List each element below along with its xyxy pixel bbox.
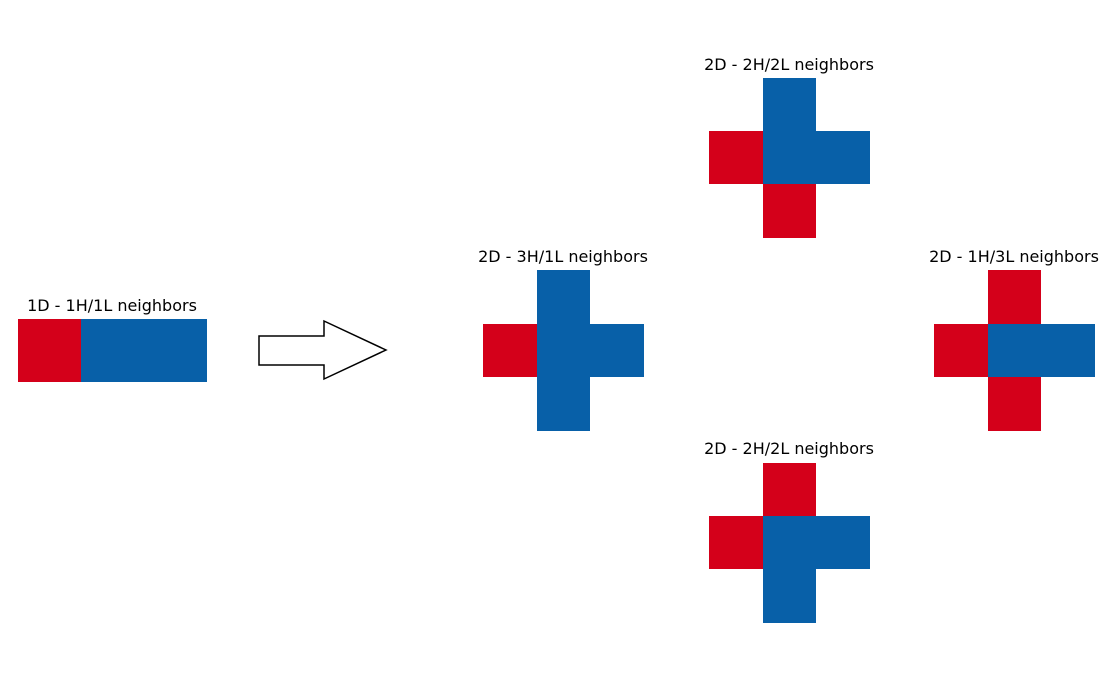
- figure-left-cell-up: [537, 270, 590, 324]
- figure-top-title: 2D - 2H/2L neighbors: [704, 55, 874, 74]
- figure-2d-top: 2D - 2H/2L neighbors: [704, 55, 874, 238]
- figure-left-cell-right: [590, 324, 644, 377]
- figure-1d-cell-low: [18, 319, 81, 382]
- figure-2d-right: 2D - 1H/3L neighbors: [929, 247, 1099, 431]
- figure-bottom-cell-up: [763, 463, 816, 516]
- hollow-arrow-right-icon: [258, 319, 388, 381]
- figure-2d-bottom: 2D - 2H/2L neighbors: [704, 439, 874, 623]
- figure-right-title: 2D - 1H/3L neighbors: [929, 247, 1099, 266]
- figure-top-cell-right: [816, 131, 870, 184]
- figure-right-cell-right: [1041, 324, 1095, 377]
- figure-top-cell-down: [763, 184, 816, 238]
- figure-top-cell-center: [763, 131, 816, 184]
- figure-left-cell-center: [537, 324, 590, 377]
- figure-left-cell-left: [483, 324, 537, 377]
- figure-right-cell-center: [988, 324, 1041, 377]
- figure-bottom-cell-right: [816, 516, 870, 569]
- figure-right-cell-down: [988, 377, 1041, 431]
- figure-top-cell-left: [709, 131, 763, 184]
- figure-1d: 1D - 1H/1L neighbors: [18, 296, 207, 382]
- figure-top-cell-up: [763, 78, 816, 131]
- figure-1d-cell-center: [81, 319, 144, 382]
- figure-left-cell-down: [537, 377, 590, 431]
- figure-bottom-cell-left: [709, 516, 763, 569]
- figure-bottom-cell-down: [763, 569, 816, 623]
- figure-2d-left: 2D - 3H/1L neighbors: [478, 247, 648, 431]
- figure-1d-cell-high: [144, 319, 207, 382]
- figure-left-title: 2D - 3H/1L neighbors: [478, 247, 648, 266]
- figure-right-cell-up: [988, 270, 1041, 324]
- figure-bottom-title: 2D - 2H/2L neighbors: [704, 439, 874, 458]
- figure-bottom-cell-center: [763, 516, 816, 569]
- figure-1d-title: 1D - 1H/1L neighbors: [27, 296, 197, 315]
- figure-right-cell-left: [934, 324, 988, 377]
